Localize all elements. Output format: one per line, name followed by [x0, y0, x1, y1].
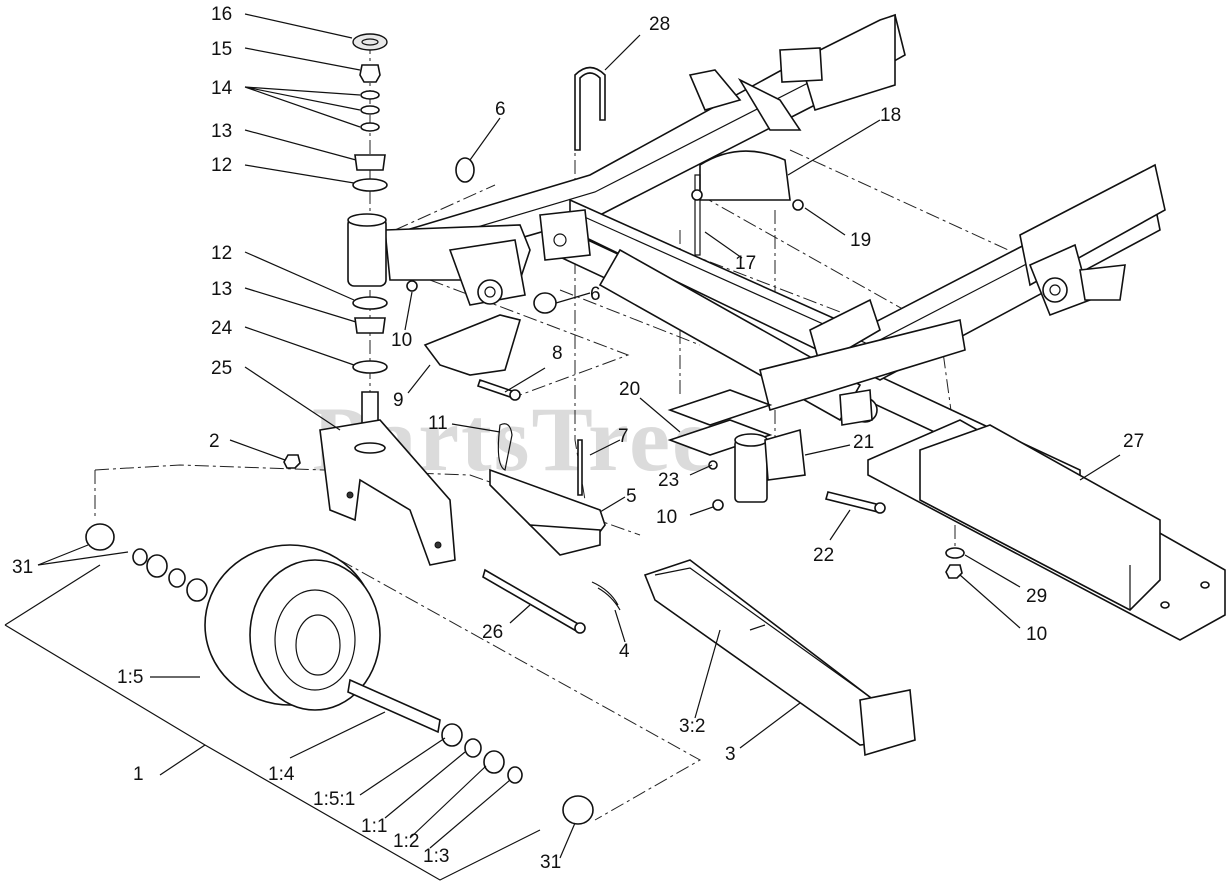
callout-1: 1 — [133, 764, 144, 785]
callout-13-upper: 13 — [211, 121, 232, 142]
caster-wheel — [85, 523, 594, 825]
callout-10-right: 10 — [1026, 624, 1047, 645]
pivot-plate-assembly — [667, 389, 886, 514]
callout-10-left: 10 — [391, 330, 412, 351]
callout-1-3: 1:3 — [423, 846, 449, 867]
callout-26: 26 — [482, 622, 503, 643]
callout-1-5-1: 1:5:1 — [313, 789, 355, 810]
caster-fork — [319, 419, 456, 566]
callout-2: 2 — [209, 431, 220, 452]
callout-15: 15 — [211, 39, 232, 60]
spindle-stack — [352, 33, 388, 456]
callout-3: 3 — [725, 744, 736, 765]
callout-31-bottom: 31 — [540, 852, 561, 873]
callout-24: 24 — [211, 318, 233, 339]
callout-1-1: 1:1 — [361, 816, 387, 837]
callout-labels: 16 15 14 13 12 12 13 24 25 2 31 1:5 1 1:… — [12, 4, 1144, 873]
callout-19: 19 — [850, 230, 871, 251]
callout-1-5: 1:5 — [117, 667, 143, 688]
shield-and-rod — [691, 150, 804, 256]
callout-7: 7 — [618, 426, 629, 447]
caster-pivot-arm — [347, 213, 531, 306]
callout-18: 18 — [880, 105, 901, 126]
callout-6-upper: 6 — [495, 99, 506, 120]
callout-1-4: 1:4 — [268, 764, 295, 785]
callout-9: 9 — [393, 390, 404, 411]
callout-4: 4 — [619, 641, 630, 662]
leader-lines — [4, 13, 1121, 881]
callout-17: 17 — [735, 253, 756, 274]
callout-20: 20 — [619, 379, 640, 400]
bracket-and-hardware — [406, 157, 557, 401]
callout-8: 8 — [552, 343, 563, 364]
u-bolt — [574, 66, 606, 151]
tow-tongue — [643, 559, 916, 757]
callout-29: 29 — [1026, 586, 1047, 607]
callout-16: 16 — [211, 4, 232, 25]
callout-28: 28 — [649, 14, 670, 35]
small-hardware — [283, 454, 965, 579]
latch-hardware — [482, 423, 621, 634]
callout-13-lower: 13 — [211, 279, 232, 300]
callout-10-middle: 10 — [656, 507, 677, 528]
callout-6-lower: 6 — [590, 284, 601, 305]
callout-12-lower: 12 — [211, 243, 232, 264]
callout-11: 11 — [428, 413, 448, 434]
callout-27: 27 — [1123, 431, 1144, 452]
callout-25: 25 — [211, 358, 232, 379]
callout-23: 23 — [658, 470, 679, 491]
callout-12-upper: 12 — [211, 155, 232, 176]
callout-31-left: 31 — [12, 557, 33, 578]
callout-1-2: 1:2 — [393, 831, 419, 852]
callout-3-2: 3:2 — [679, 716, 705, 737]
callout-21: 21 — [853, 432, 874, 453]
deck-plate — [867, 419, 1226, 641]
callout-14: 14 — [211, 78, 233, 99]
callout-22: 22 — [813, 545, 834, 566]
callout-5: 5 — [626, 486, 637, 507]
